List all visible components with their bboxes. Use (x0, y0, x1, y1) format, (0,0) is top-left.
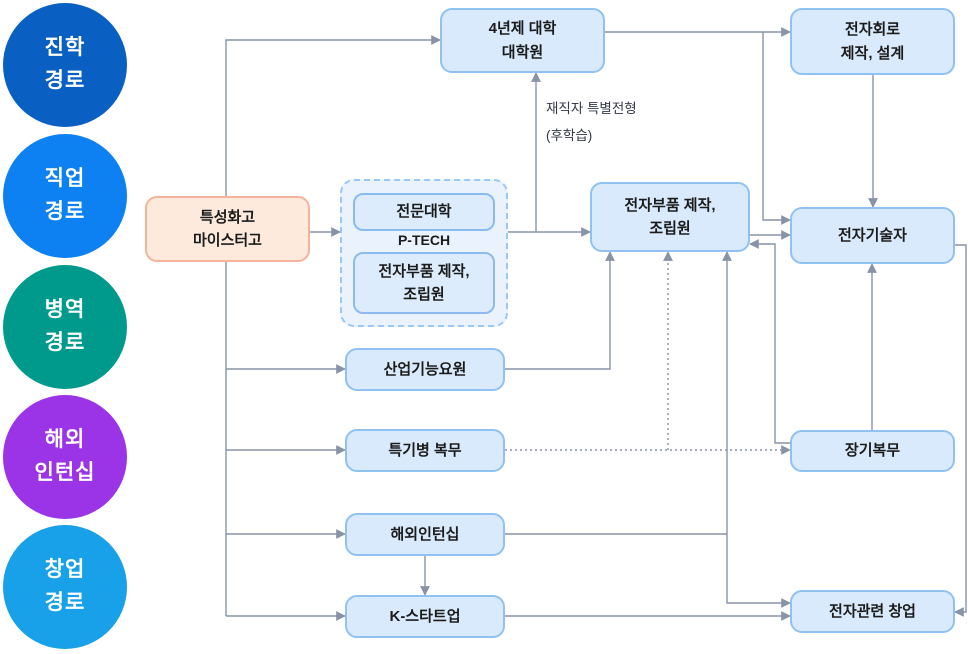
node-industrial-agent: 산업기능요원 (345, 348, 505, 391)
node-label: 전자회로 (844, 21, 901, 39)
ptech-group-label: P-TECH (397, 232, 451, 248)
legend-label: 진학 (44, 36, 86, 60)
node-label: 장기복무 (844, 442, 901, 460)
legend-label: 경로 (44, 331, 86, 354)
node-circuit-design: 전자회로 제작, 설계 (790, 8, 955, 75)
node-overseas-internship: 해외인턴십 (345, 513, 505, 556)
node-ptech-assembly: 전자부품 제작, 조립원 (353, 252, 495, 314)
legend-circle-startup: 창업 경로 (3, 525, 127, 649)
legend-label: 인턴십 (34, 461, 96, 484)
node-electronics-startup: 전자관련 창업 (790, 590, 955, 633)
node-k-startup: K-스타트업 (345, 595, 505, 638)
node-university: 4년제 대학 대학원 (440, 8, 605, 73)
legend-label: 경로 (44, 69, 86, 92)
legend-label: 해외 (44, 428, 86, 452)
annotation-line: (후학습) (546, 128, 593, 143)
node-special-military-service: 특기병 복무 (345, 429, 505, 472)
legend-label: 창업 (44, 558, 86, 582)
annotation-line: 재직자 특별전형 (546, 101, 637, 116)
node-label: 산업기능요원 (383, 360, 467, 378)
legend-circle-military: 병역 경로 (3, 265, 127, 389)
node-label: 전자기술자 (837, 226, 907, 244)
node-label: 조립원 (403, 286, 445, 303)
legend-label: 경로 (44, 591, 86, 614)
legend-circle-overseas-internship: 해외 인턴십 (3, 395, 127, 519)
node-label: K-스타트업 (389, 607, 461, 625)
node-label: 전자관련 창업 (829, 602, 916, 620)
node-label: 제작, 설계 (840, 44, 905, 62)
legend-label: 경로 (44, 200, 86, 223)
node-junior-college: 전문대학 (353, 193, 495, 231)
node-label: 4년제 대학 (488, 20, 557, 38)
node-electronics-technician: 전자기술자 (790, 207, 955, 264)
node-label: 해외인턴십 (390, 525, 460, 543)
node-label: 특기병 복무 (388, 441, 462, 459)
node-parts-assembly: 전자부품 제작, 조립원 (590, 182, 750, 252)
node-label: 전자부품 제작, (378, 262, 470, 280)
node-label: 특성화고 (199, 208, 256, 226)
legend-circle-employment: 직업 경로 (3, 134, 127, 258)
node-long-term-service: 장기복무 (790, 430, 955, 472)
node-label: 조립원 (649, 220, 691, 237)
node-label: 전자부품 제작, (624, 196, 716, 214)
legend-label: 직업 (44, 167, 86, 191)
node-label: 마이스터고 (192, 232, 262, 249)
legend-circle-advancement: 진학 경로 (3, 3, 127, 127)
node-label: 전문대학 (396, 203, 452, 221)
node-vocational-highschool: 특성화고 마이스터고 (145, 196, 310, 262)
node-label: 대학원 (501, 43, 544, 61)
group-ptech: 전문대학 P-TECH 전자부품 제작, 조립원 (340, 179, 508, 327)
legend-label: 병역 (44, 298, 86, 322)
annotation-special-admission: 재직자 특별전형 (후학습) (546, 95, 637, 149)
